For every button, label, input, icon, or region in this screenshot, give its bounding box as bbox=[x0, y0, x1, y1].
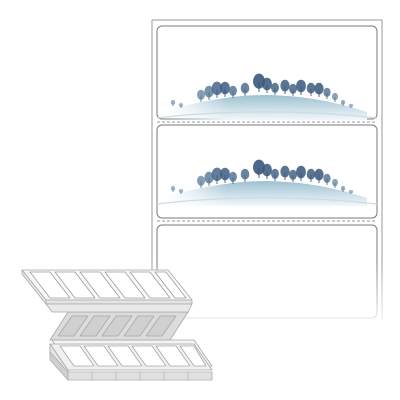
fanfold-label-stack bbox=[21, 269, 213, 381]
tree-icon bbox=[253, 159, 265, 178]
tree-icon bbox=[271, 82, 279, 95]
tree-icon bbox=[229, 85, 237, 98]
tree-icon bbox=[197, 89, 205, 102]
tree-icon bbox=[340, 99, 346, 106]
tree-icon bbox=[229, 171, 237, 184]
tree-icon bbox=[204, 85, 214, 100]
label-1 bbox=[157, 25, 377, 120]
tree-icon bbox=[289, 83, 297, 96]
winter-landscape-illustration bbox=[157, 73, 377, 120]
label-sheet bbox=[148, 19, 388, 332]
tree-icon bbox=[253, 73, 265, 92]
tree-icon bbox=[280, 165, 290, 180]
tree-icon bbox=[348, 103, 354, 108]
tree-icon bbox=[240, 168, 250, 182]
tree-icon bbox=[332, 92, 338, 102]
tree-icon bbox=[170, 73, 354, 108]
tree-icon bbox=[289, 169, 297, 182]
tree-icon bbox=[170, 185, 176, 192]
tree-icon bbox=[211, 167, 223, 184]
tree-icon bbox=[170, 159, 354, 194]
tree-icon bbox=[262, 77, 272, 93]
tree-icon bbox=[197, 175, 205, 188]
tree-icon bbox=[220, 167, 230, 183]
tree-icon bbox=[240, 82, 250, 96]
tree-icon bbox=[314, 82, 324, 97]
tree-icon bbox=[204, 171, 214, 186]
tree-icon bbox=[340, 185, 346, 192]
tree-icon bbox=[323, 173, 331, 185]
tree-icon bbox=[170, 99, 176, 106]
tree-icon bbox=[296, 79, 306, 95]
tree-icon bbox=[178, 188, 184, 194]
tree-icon bbox=[262, 163, 272, 179]
tree-icon bbox=[271, 168, 279, 181]
tree-icon bbox=[314, 168, 324, 183]
tree-icon bbox=[323, 87, 331, 99]
tree-icon bbox=[220, 81, 230, 97]
tree-icon bbox=[280, 79, 290, 94]
winter-landscape-illustration bbox=[157, 159, 377, 206]
tree-icon bbox=[306, 168, 316, 182]
label-2 bbox=[157, 124, 377, 219]
tree-icon bbox=[211, 81, 223, 98]
tree-icon bbox=[178, 102, 184, 108]
tree-icon bbox=[296, 165, 306, 181]
tree-icon bbox=[348, 189, 354, 194]
tree-icon bbox=[332, 178, 338, 188]
tree-icon bbox=[306, 82, 316, 96]
